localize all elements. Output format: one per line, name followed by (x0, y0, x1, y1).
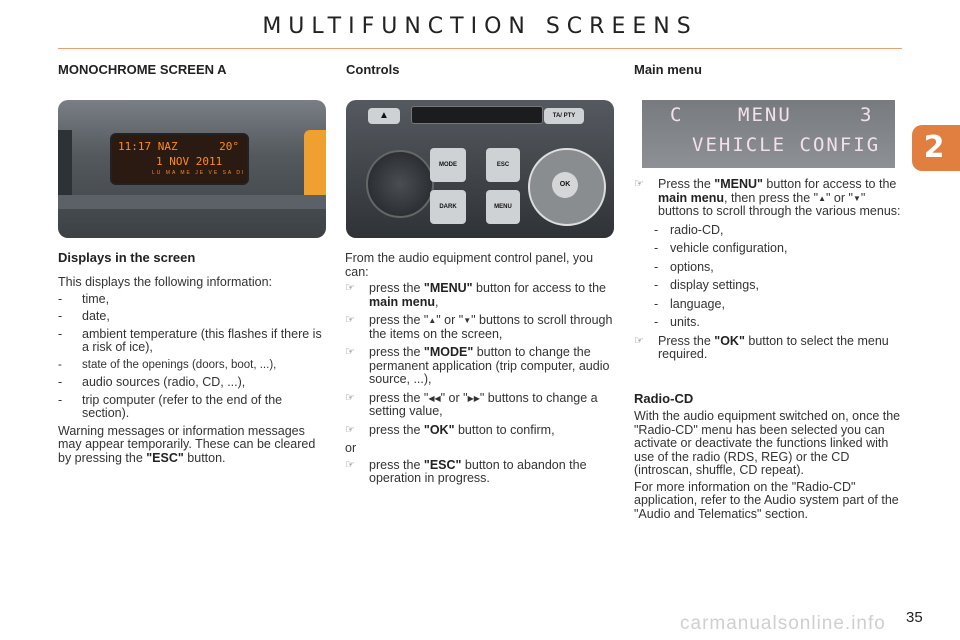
display-time: 11:17 NAZ (118, 140, 178, 153)
pointing-hand-icon: ☞ (634, 334, 644, 347)
gauge-panel (58, 130, 72, 200)
esc-button: ESC (486, 148, 520, 182)
menu-list-item: -display settings, (654, 278, 759, 292)
col1-body: This displays the following information:… (58, 275, 328, 468)
radio-cd-para1: With the audio equipment switched on, on… (634, 409, 901, 477)
monochrome-display: 11:17 NAZ 20° 1 NOV 2011 LU MA ME JE VE … (110, 133, 249, 185)
ta-pty-button: TA/ PTY (544, 108, 584, 124)
list-item: ☞Press the "OK" button to select the men… (634, 333, 889, 361)
list-item: ☞press the "ESC" button to abandon the o… (345, 457, 587, 485)
menu-list-item: -language, (654, 296, 725, 311)
volume-knob (366, 150, 434, 218)
audio-control-panel-image: ▲ TA/ PTY MODE DARK ESC MENU OK (346, 100, 614, 238)
list-item: ☞press the "MENU" button for access to t… (345, 281, 606, 309)
page-title: MULTIFUNCTION SCREENS (262, 14, 698, 39)
pointing-hand-icon: ☞ (345, 458, 355, 471)
eject-icon: ▲ (368, 108, 400, 124)
dark-button: DARK (430, 190, 466, 224)
list-item: -time, (58, 291, 110, 306)
radio-cd-para2: For more information on the "Radio-CD" a… (634, 479, 899, 521)
pointing-hand-icon: ☞ (345, 346, 355, 358)
lcd-row1-menu: MENU (738, 104, 792, 126)
radio-cd-body: With the audio equipment switched on, on… (634, 409, 904, 524)
navigation-ring (528, 148, 606, 226)
title-divider (58, 48, 902, 49)
down-triangle-icon: ▼ (852, 193, 861, 203)
col2-intro: From the audio equipment control panel, … (345, 251, 594, 279)
list-item: ☞Press the "MENU" button for access to t… (634, 177, 901, 218)
or-text: or (345, 441, 357, 455)
page-number: 35 (906, 609, 923, 626)
col1-intro: This displays the following information: (58, 275, 272, 289)
up-triangle-icon: ▲ (428, 316, 437, 325)
list-item: ☞press the "MODE" button to change the p… (345, 345, 610, 386)
menu-button: MENU (486, 190, 520, 224)
menu-screen-image: C MENU 3 VEHICLE CONFIG (642, 100, 895, 168)
rewind-icon: ◀◀ (428, 393, 441, 403)
col1-note: Warning messages or information messages… (58, 423, 316, 465)
list-item: -state of the openings (doors, boot, ...… (58, 358, 277, 371)
lcd-row1-right: 3 (860, 104, 874, 126)
down-triangle-icon: ▼ (463, 316, 472, 325)
radio-cd-heading: Radio-CD (634, 391, 694, 406)
list-item: -ambient temperature (this flashes if th… (58, 326, 322, 354)
dash-trim (58, 195, 326, 209)
col1-subheading: Displays in the screen (58, 250, 196, 265)
col2-heading: Controls (346, 62, 400, 77)
col3-heading: Main menu (634, 62, 702, 77)
list-item: -audio sources (radio, CD, ...), (58, 375, 246, 389)
display-weekdays: LU MA ME JE VE SA DI (152, 170, 246, 176)
col1-heading: MONOCHROME SCREEN A (58, 62, 227, 77)
pointing-hand-icon: ☞ (345, 391, 355, 404)
menu-list-item: -vehicle configuration, (654, 241, 788, 255)
display-date: 1 NOV 2011 (156, 155, 223, 168)
dashboard-screen-image: 11:17 NAZ 20° 1 NOV 2011 LU MA ME JE VE … (58, 100, 326, 238)
list-item: -date, (58, 309, 110, 323)
list-item: ☞press the "◀◀" or "▶▶" buttons to chang… (345, 390, 598, 418)
col3-body: ☞Press the "MENU" button for access to t… (634, 177, 904, 367)
pointing-hand-icon: ☞ (345, 314, 355, 326)
list-item: ☞press the "OK" button to confirm, (345, 422, 555, 437)
col2-body: From the audio equipment control panel, … (345, 251, 617, 491)
fast-forward-icon: ▶▶ (467, 393, 480, 403)
menu-list-item: -options, (654, 259, 714, 274)
pointing-hand-icon: ☞ (345, 282, 355, 294)
mode-button: MODE (430, 148, 466, 182)
display-temp: 20° (219, 140, 239, 153)
chapter-tab[interactable]: 2 (912, 125, 960, 171)
lcd-row1-left: C (670, 104, 684, 126)
pointing-hand-icon: ☞ (345, 423, 355, 436)
pointing-hand-icon: ☞ (634, 178, 644, 190)
list-item: ☞press the "▲" or "▼" buttons to scroll … (345, 313, 613, 341)
watermark: carmanualsonline.info (680, 613, 886, 634)
list-item: -trip computer (refer to the end of the … (58, 392, 283, 420)
menu-list-item: -radio-CD, (654, 222, 724, 237)
up-triangle-icon: ▲ (818, 193, 826, 203)
orange-vent (304, 130, 326, 202)
lcd-row2: VEHICLE CONFIG (692, 134, 881, 156)
cd-slot (411, 106, 543, 124)
menu-list-item: -units. (654, 315, 700, 329)
ok-button: OK (552, 172, 578, 198)
